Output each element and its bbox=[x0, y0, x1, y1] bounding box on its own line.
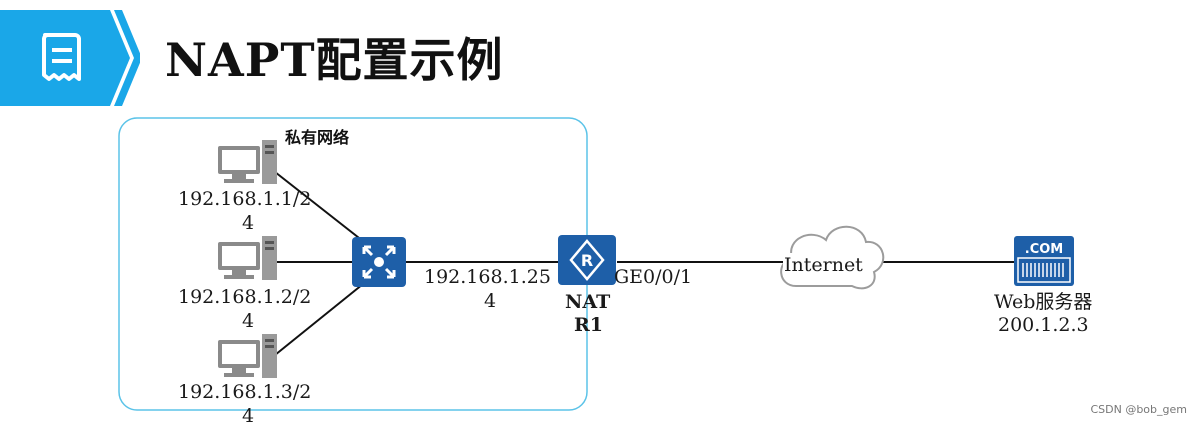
document-list-icon bbox=[42, 33, 81, 81]
host3-ip-line1: 192.168.1.3/2 bbox=[178, 381, 312, 403]
server-ip: 200.1.2.3 bbox=[998, 314, 1089, 336]
server-name: Web服务器 bbox=[994, 291, 1093, 313]
pc-icon bbox=[218, 236, 277, 280]
server-icon-text: .COM bbox=[1025, 242, 1063, 257]
header-banner bbox=[0, 10, 140, 106]
host3-ip-line2: 4 bbox=[242, 405, 255, 427]
host2-ip-line2: 4 bbox=[242, 310, 255, 332]
host1-ip-line2: 4 bbox=[242, 212, 255, 234]
page-title: NAPT配置示例 bbox=[165, 33, 504, 87]
private-network-label: 私有网络 bbox=[285, 128, 350, 147]
watermark: CSDN @bob_gem bbox=[1090, 403, 1187, 416]
router-icon: R bbox=[558, 235, 616, 285]
pc-icon bbox=[218, 334, 277, 378]
router-inside-ip-line2: 4 bbox=[484, 290, 497, 312]
web-server-icon: .COM bbox=[1014, 236, 1074, 286]
switch-icon bbox=[352, 237, 406, 287]
svg-text:R: R bbox=[581, 251, 593, 270]
router-name-line1: NAT bbox=[565, 291, 611, 313]
router-name-line2: R1 bbox=[574, 314, 604, 336]
router-inside-ip-line1: 192.168.1.25 bbox=[424, 266, 551, 288]
internet-label: Internet bbox=[783, 253, 864, 277]
pc-icon bbox=[218, 140, 277, 184]
link-host3-switch bbox=[274, 279, 369, 356]
host1-ip-line1: 192.168.1.1/2 bbox=[178, 188, 312, 210]
link-host1-switch bbox=[274, 171, 369, 246]
host2-ip-line1: 192.168.1.2/2 bbox=[178, 286, 312, 308]
router-outside-interface: GE0/0/1 bbox=[614, 266, 693, 288]
